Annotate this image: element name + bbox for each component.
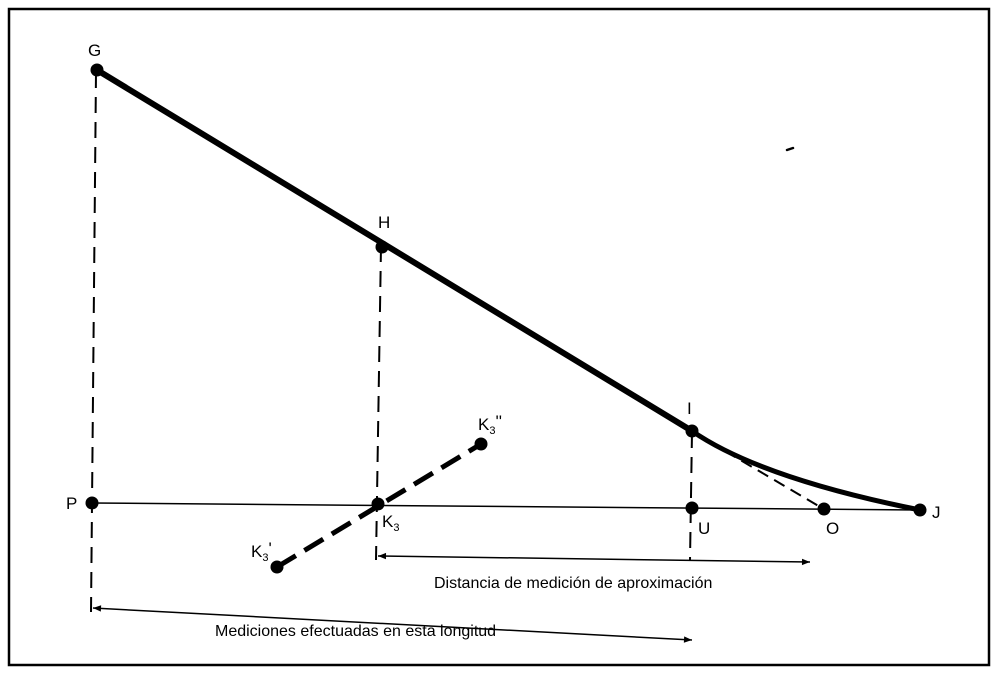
label-j: J [932, 503, 941, 522]
curve-i-j [689, 428, 923, 513]
point-j [913, 503, 927, 517]
caption-approach-distance: Distancia de medición de aproximación [434, 575, 712, 592]
point-u [685, 501, 699, 515]
label-k3pp-prime: '' [495, 412, 502, 431]
point-k3-double-prime [474, 437, 488, 451]
label-k3p-letter: K [251, 542, 263, 561]
point-p [85, 496, 99, 510]
arrow-approach-distance [377, 552, 811, 566]
diagram-frame [7, 7, 991, 667]
stray-mark [785, 146, 795, 152]
caption-measurements-length: Mediciones efectuadas en esta longitud [215, 623, 496, 640]
label-k3pp-sub: 3 [489, 425, 495, 437]
arrow-measurements-length [92, 605, 693, 643]
point-o [817, 502, 831, 516]
point-g [90, 63, 104, 77]
dashed-vertical-i [689, 431, 693, 561]
point-k3 [371, 497, 385, 511]
label-k3p-prime: ' [268, 539, 271, 558]
dashed-vertical-g [90, 71, 97, 613]
label-k3p-sub: 3 [262, 552, 268, 564]
baseline-p-j [91, 502, 921, 511]
label-k3: K3 [382, 512, 399, 534]
label-k3pp-letter: K [478, 415, 490, 434]
point-h [375, 240, 389, 254]
point-i [685, 424, 699, 438]
label-k3-sub: 3 [393, 522, 399, 534]
line-g-i [94, 67, 695, 434]
label-u: U [698, 519, 710, 538]
point-k3-prime [270, 560, 284, 574]
label-p: P [66, 494, 77, 513]
label-g: G [88, 41, 101, 60]
label-k3-double-prime: K3'' [478, 412, 502, 437]
label-i: I [687, 399, 692, 418]
label-h: H [378, 213, 390, 232]
label-o: O [826, 519, 839, 538]
label-k3-prime: K3' [251, 539, 272, 564]
dashed-line-k3p-k3pp [275, 441, 483, 570]
label-k3-letter: K [382, 512, 394, 531]
dashed-vertical-h [375, 245, 382, 561]
